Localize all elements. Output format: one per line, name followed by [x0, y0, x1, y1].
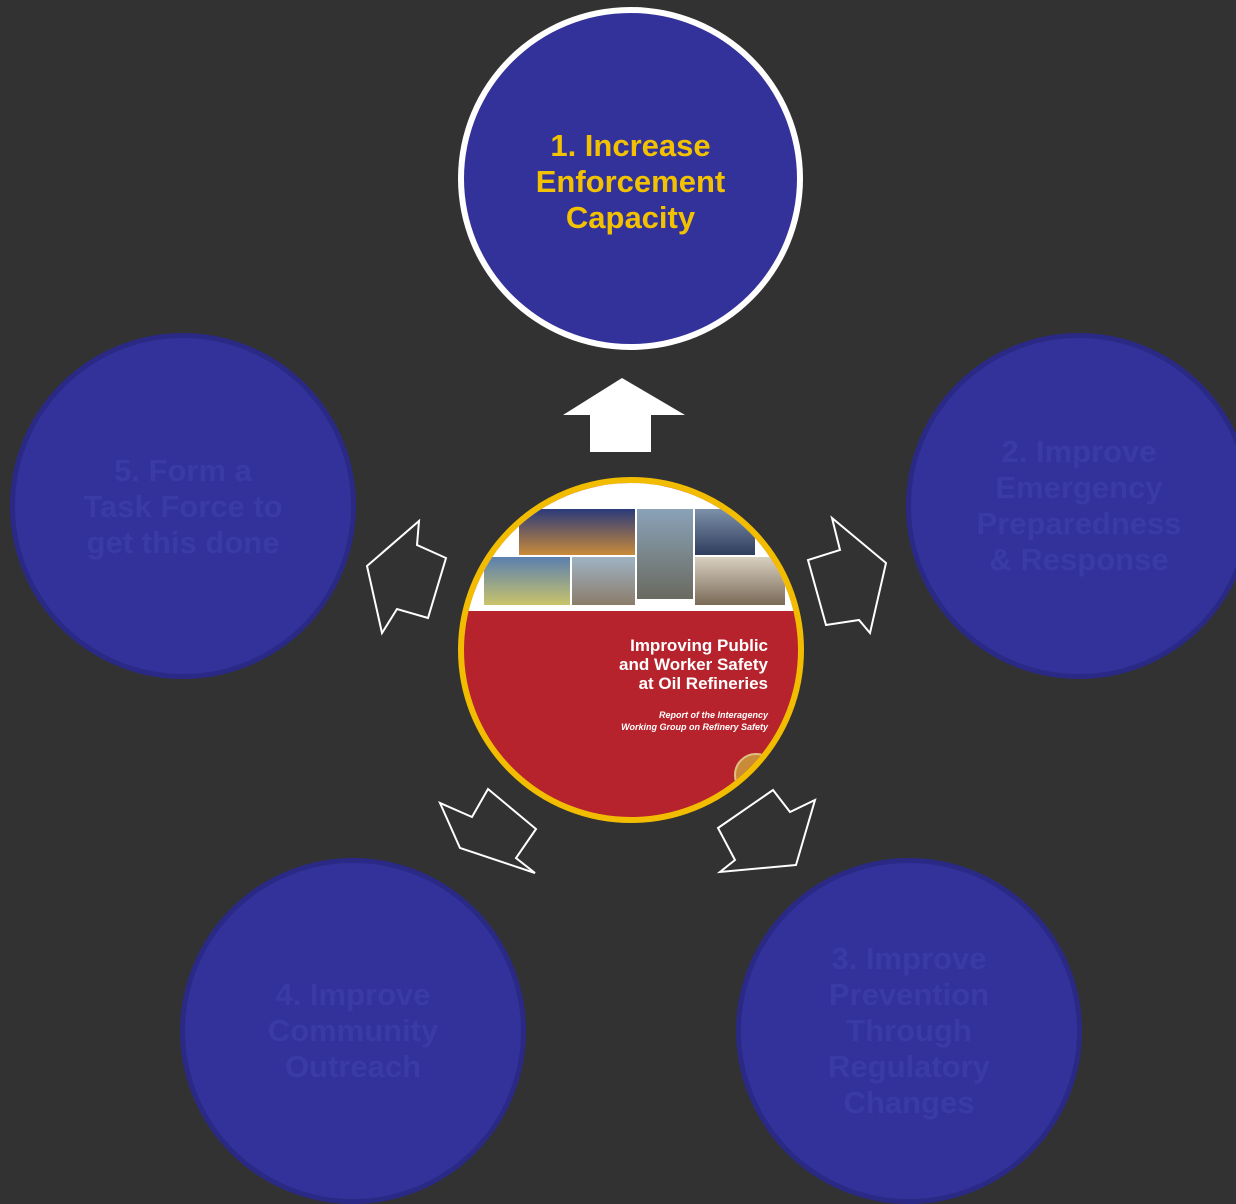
- arrow-up-icon: [563, 378, 685, 452]
- arrow-right-icon: [806, 515, 888, 636]
- workers-photo: [695, 509, 755, 555]
- report-title: Improving Public and Worker Safety at Oi…: [619, 636, 768, 693]
- step-2-label: 2. Improve Emergency Preparedness & Resp…: [976, 434, 1182, 577]
- step-5-label: 5. Form a Task Force to get this done: [83, 453, 283, 560]
- refinery-photo-collage: [464, 483, 798, 611]
- report-cover-image: Improving Public and Worker Safety at Oi…: [458, 477, 804, 823]
- report-subtitle: Report of the Interagency Working Group …: [621, 710, 768, 732]
- plant-structure-photo: [572, 557, 635, 605]
- refinery-night-photo: [519, 509, 635, 555]
- step-4-circle[interactable]: 4. Improve Community Outreach: [180, 858, 526, 1204]
- step-2-circle[interactable]: 2. Improve Emergency Preparedness & Resp…: [906, 333, 1236, 679]
- arrow-down-left-icon: [438, 787, 538, 874]
- worker-hardhat-photo: [484, 557, 570, 605]
- step-5-circle[interactable]: 5. Form a Task Force to get this done: [10, 333, 356, 679]
- agency-seal-icon: [734, 753, 778, 797]
- arrow-down-right-icon: [716, 788, 817, 874]
- step-1-label: 1. Increase Enforcement Capacity: [535, 128, 726, 235]
- arrow-left-icon: [365, 518, 448, 636]
- step-1-circle[interactable]: 1. Increase Enforcement Capacity: [458, 7, 803, 350]
- step-3-label: 3. Improve Prevention Through Regulatory…: [828, 941, 990, 1120]
- step-4-label: 4. Improve Community Outreach: [267, 977, 439, 1084]
- refinery-day-photo: [695, 557, 785, 605]
- refinery-towers-photo: [637, 509, 693, 599]
